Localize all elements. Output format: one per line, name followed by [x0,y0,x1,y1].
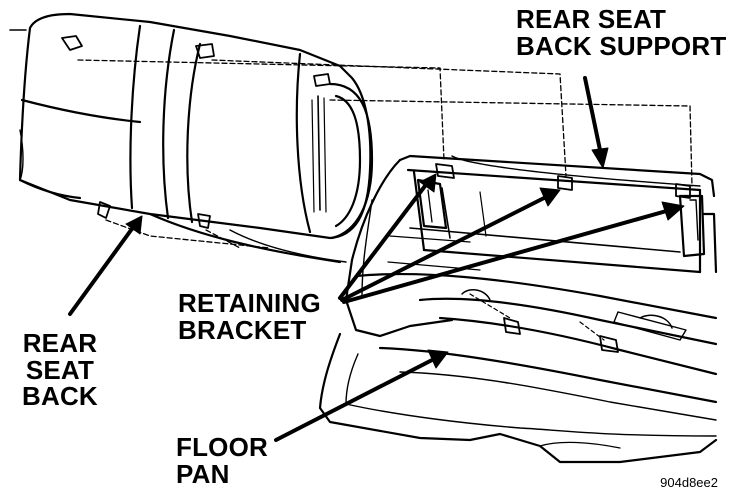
figure-id: 904d8ee2 [660,475,718,490]
floor-pan-drawing [148,154,718,464]
callout-arrows [68,76,685,442]
label-floor-pan: FLOOR PAN [176,434,268,487]
label-rear-seat-back-line2: SEAT [25,354,95,385]
label-rear-seat-back-support-line1: REAR SEAT [516,4,667,34]
label-rear-seat-back-line1: REAR [22,328,98,358]
rear-seat-back-drawing [9,12,374,240]
label-rear-seat-back-support: REAR SEAT BACK SUPPORT [516,6,726,59]
label-rear-seat-back: REAR SEAT BACK [22,330,98,410]
label-rear-seat-back-support-line2: BACK SUPPORT [516,30,727,61]
label-retaining-bracket: RETAINING BRACKET [178,290,321,343]
alignment-leaders [77,59,693,249]
label-rear-seat-back-line3: BACK [22,381,98,412]
label-retaining-bracket-line2: BRACKET [178,314,307,345]
label-floor-pan-line1: FLOOR [176,432,268,462]
label-retaining-bracket-line1: RETAINING [178,288,321,318]
label-floor-pan-line2: PAN [176,458,230,489]
